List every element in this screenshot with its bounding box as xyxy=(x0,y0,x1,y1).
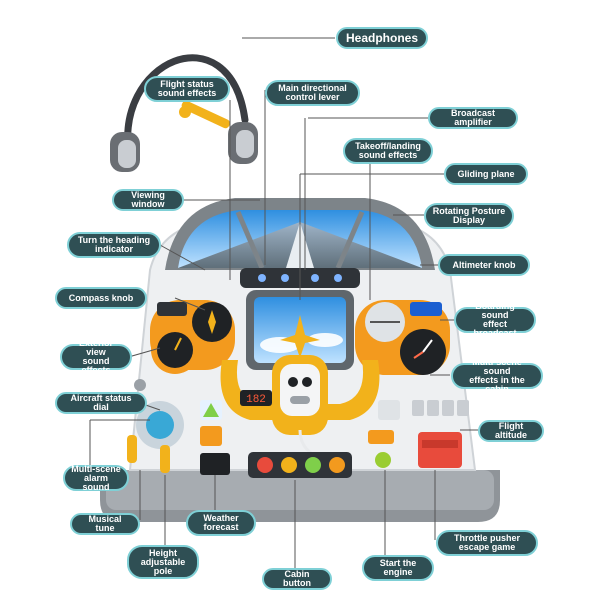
left-lower-controls xyxy=(127,379,230,475)
left-gauge-cluster xyxy=(150,300,235,374)
throttle-pusher xyxy=(418,432,462,468)
callout-headphones: Headphones xyxy=(336,27,428,49)
callout-start-the-engine: Start the engine xyxy=(362,555,434,581)
callout-weather-forecast: Weather forecast xyxy=(186,510,256,536)
callout-cabin-button: Cabin button xyxy=(262,568,332,590)
callout-exterior-view-sound-effects: Exterior view sound effects xyxy=(60,339,132,375)
callout-multi-scene-alarm-sound: Multi-scene alarm sound xyxy=(63,464,129,491)
right-lower-controls xyxy=(368,400,469,468)
gliding-plane-figure xyxy=(280,315,320,358)
callout-multi-scene-sounds-cabin: Multi-scene sound effects in the cabin xyxy=(451,358,543,394)
callout-gliding-plane: Gliding plane xyxy=(444,163,528,185)
callout-rotating-posture-display: Rotating Posture Display xyxy=(424,203,514,229)
callout-flight-altitude: Flight altitude xyxy=(478,420,544,442)
headphones-illustration xyxy=(110,54,258,172)
altitude-digital-readout: 182 xyxy=(246,394,266,406)
callout-aircraft-status-dial: Aircraft status dial xyxy=(55,392,147,414)
callout-takeoff-landing-sound-effects: Takeoff/landing sound effects xyxy=(343,138,433,164)
callout-altimeter-knob: Altimeter knob xyxy=(438,254,530,276)
callout-turn-heading-indicator: Turn the heading indicator xyxy=(67,232,161,258)
callout-broadcast-amplifier: Broadcast amplifier xyxy=(428,107,518,129)
callout-boarding-sound-effect-broadcast: Boarding sound effect broadcast xyxy=(454,302,536,338)
yoke-face xyxy=(280,364,320,416)
callout-main-directional-control-lever: Main directional control lever xyxy=(265,80,360,106)
callout-height-adjustable-pole: Height adjustable pole xyxy=(127,545,199,579)
callout-musical-tune: Musical tune xyxy=(70,513,140,535)
callout-flight-status-sound-effects: Flight status sound effects xyxy=(144,76,230,102)
right-gauge-cluster xyxy=(355,300,450,375)
callout-compass-knob: Compass knob xyxy=(55,287,147,309)
callout-viewing-window: Viewing window xyxy=(112,189,184,211)
callout-throttle-pusher-escape-game: Throttle pusher escape game xyxy=(436,530,538,556)
